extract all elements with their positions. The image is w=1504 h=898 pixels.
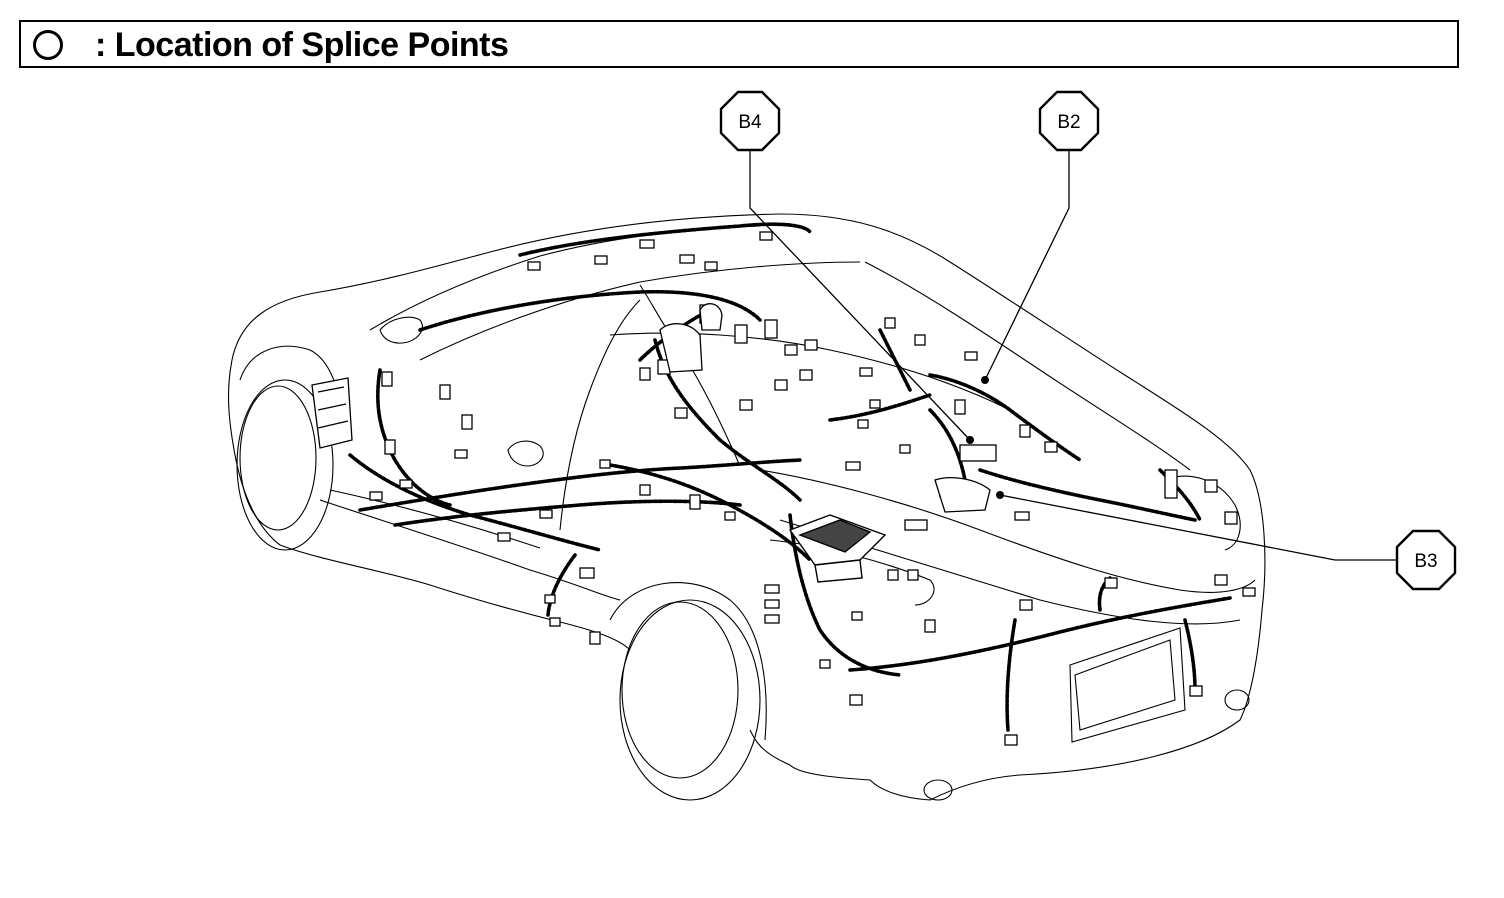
- callout-b3-label: B3: [1414, 551, 1437, 572]
- callout-b2: B2: [1038, 90, 1100, 152]
- splice-point-markers: [966, 376, 1004, 499]
- callout-b2-octagon: [1038, 90, 1100, 152]
- callout-leaders: [749, 150, 1398, 561]
- callout-b2-label: B2: [1057, 112, 1080, 133]
- callout-b4-octagon: [719, 90, 781, 152]
- junction-block: [788, 514, 887, 583]
- wiring-harness: [348, 222, 1232, 732]
- components: [311, 303, 991, 513]
- callout-b3-octagon: [1395, 529, 1457, 591]
- splice-point-b3-marker: [996, 491, 1004, 499]
- splice-point-circle-icon: [33, 30, 63, 60]
- title-bar: : Location of Splice Points: [19, 20, 1459, 68]
- splice-point-b4-marker: [966, 436, 974, 444]
- callout-b4-label: B4: [738, 112, 762, 133]
- page-title: : Location of Splice Points: [95, 26, 509, 64]
- callout-b3: B3: [1395, 529, 1457, 591]
- callout-b4: B4: [719, 90, 781, 152]
- splice-point-b2-marker: [981, 376, 989, 384]
